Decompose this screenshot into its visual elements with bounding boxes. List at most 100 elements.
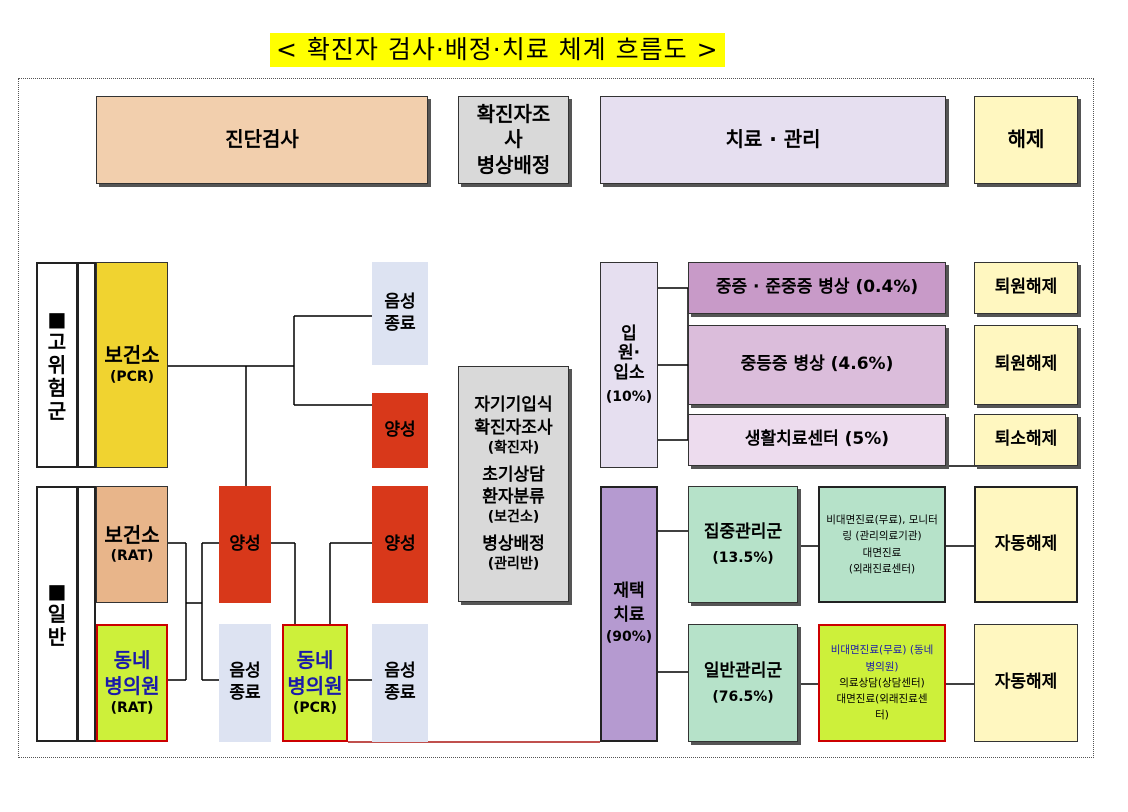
negative-result-rat: 음성 종료: [219, 624, 271, 742]
process-line: 초기상담: [482, 464, 545, 485]
treatment-center-ward: 생활치료센터 (5%): [688, 414, 946, 466]
investigation-header-line: 확진자조: [476, 101, 551, 126]
care-line: (외래진료센터): [848, 562, 916, 575]
positive-result-top: 양성: [372, 393, 428, 468]
process-line: (관리반): [487, 556, 540, 573]
process-line: 환자분류: [482, 486, 545, 507]
box-label: 동네: [113, 648, 151, 673]
general-group-bar: [77, 486, 96, 742]
severe-ward: 중증 · 준중증 병상 (0.4%): [688, 262, 946, 314]
positive-result-pcr: 양성: [372, 486, 428, 603]
release-auto-general: 자동해제: [974, 624, 1078, 742]
box-label: 동네: [296, 648, 334, 673]
care-line: 비대면진료(무료) (동네: [830, 644, 934, 657]
group-label-char: 고: [47, 329, 67, 354]
box-sublabel: (PCR): [292, 699, 338, 716]
release-discharge-severe: 퇴원해제: [974, 262, 1078, 314]
box-label: 치료: [613, 605, 645, 626]
box-label: 일반관리군: [703, 660, 783, 681]
box-label: 재택: [613, 581, 645, 602]
health-center-rat: 보건소 (RAT): [96, 486, 168, 603]
box-label: 원·: [617, 343, 641, 364]
box-sublabel: (10%): [605, 389, 653, 406]
box-sublabel: (13.5%): [712, 550, 774, 567]
box-sublabel: (RAT): [110, 548, 154, 565]
result-label: 종료: [384, 313, 416, 334]
positive-result-rat: 양성: [219, 486, 271, 603]
release-label: 퇴소해제: [994, 429, 1058, 450]
admission-box: 입 원· 입소 (10%): [600, 262, 658, 468]
page-title: < 확진자 검사·배정·치료 체계 흐름도 >: [270, 33, 725, 67]
box-sublabel: (76.5%): [712, 688, 774, 705]
group-label-char: 험: [47, 375, 67, 400]
investigation-header: 확진자조 사 병상배정: [458, 96, 569, 184]
intensive-management-group: 집중관리군 (13.5%): [688, 486, 798, 603]
diagram-frame: [18, 78, 1094, 758]
box-sublabel: (90%): [605, 629, 653, 645]
process-line: (확진자): [487, 440, 540, 457]
box-label: 보건소: [104, 522, 160, 547]
result-label: 음성: [384, 661, 416, 682]
box-sublabel: (PCR): [109, 368, 155, 385]
ward-label: 생활치료센터 (5%): [744, 429, 890, 450]
care-line: 비대면진료(무료), 모니터: [826, 513, 938, 526]
release-auto-intensive: 자동해제: [974, 486, 1078, 603]
process-line: 자기기입식: [474, 395, 553, 416]
moderate-ward: 중등증 병상 (4.6%): [688, 325, 946, 405]
negative-result-top: 음성 종료: [372, 262, 428, 365]
clinic-rat: 동네 병의원 (RAT): [96, 624, 168, 742]
result-label: 양성: [229, 533, 261, 554]
group-label-char: 위: [47, 352, 67, 377]
result-label: 양성: [384, 419, 416, 440]
care-line: 대면진료: [862, 546, 902, 559]
health-center-pcr: 보건소 (PCR): [96, 262, 168, 468]
box-label: 입소: [613, 362, 645, 383]
ward-label: 중증 · 준중증 병상 (0.4%): [715, 277, 919, 298]
group-label-char: ■: [47, 578, 67, 603]
intensive-care-description: 비대면진료(무료), 모니터 링 (관리의료기관) 대면진료 (외래진료센터): [818, 486, 946, 603]
care-line: 링 (관리의료기관): [842, 530, 922, 543]
care-line: 의료상담(상담센터): [839, 676, 925, 689]
group-label-char: ■: [47, 306, 67, 331]
result-label: 종료: [384, 683, 416, 703]
box-label: 병의원: [104, 674, 160, 699]
ward-label: 중등증 병상 (4.6%): [740, 354, 894, 375]
group-label-char: 일: [47, 601, 67, 626]
result-label: 종료: [229, 683, 261, 703]
high-risk-group-bar: [77, 262, 96, 468]
release-header: 해제: [974, 96, 1078, 184]
diagnosis-header: 진단검사: [96, 96, 428, 184]
group-label-char: 반: [47, 624, 67, 649]
group-label-char: 군: [47, 398, 67, 423]
investigation-process: 자기기입식 확진자조사 (확진자) 초기상담 환자분류 (보건소) 병상배정 (…: [458, 366, 569, 602]
care-line: 병의원): [865, 660, 899, 673]
clinic-pcr: 동네 병의원 (PCR): [282, 624, 348, 742]
care-line: 터): [875, 709, 889, 722]
general-care-description: 비대면진료(무료) (동네 병의원) 의료상담(상담센터) 대면진료(외래진료센…: [818, 624, 946, 742]
result-label: 양성: [384, 533, 416, 554]
home-care-box: 재택 치료 (90%): [600, 486, 658, 742]
high-risk-group-label: ■ 고 위 험 군: [36, 262, 78, 468]
box-sublabel: (RAT): [110, 699, 154, 716]
result-label: 음성: [229, 661, 261, 682]
process-line: 병상배정: [482, 533, 545, 554]
general-group-label: ■ 일 반: [36, 486, 78, 742]
care-line: 대면진료(외래진료센: [836, 693, 928, 706]
release-label: 자동해제: [994, 672, 1058, 693]
diagnosis-header-label: 진단검사: [225, 127, 299, 152]
box-label: 보건소: [104, 343, 160, 368]
treatment-header-label: 치료 · 관리: [725, 127, 821, 152]
release-discharge-moderate: 퇴원해제: [974, 325, 1078, 405]
release-header-label: 해제: [1007, 127, 1045, 152]
investigation-header-line: 사: [504, 127, 523, 152]
release-label: 퇴원해제: [994, 277, 1058, 298]
treatment-header: 치료 · 관리: [600, 96, 946, 184]
box-label: 입: [621, 323, 637, 344]
general-management-group: 일반관리군 (76.5%): [688, 624, 798, 742]
release-label: 퇴원해제: [994, 354, 1058, 375]
box-label: 집중관리군: [703, 522, 783, 543]
result-label: 음성: [384, 291, 416, 312]
box-label: 병의원: [287, 674, 343, 699]
release-leave-center: 퇴소해제: [974, 414, 1078, 466]
